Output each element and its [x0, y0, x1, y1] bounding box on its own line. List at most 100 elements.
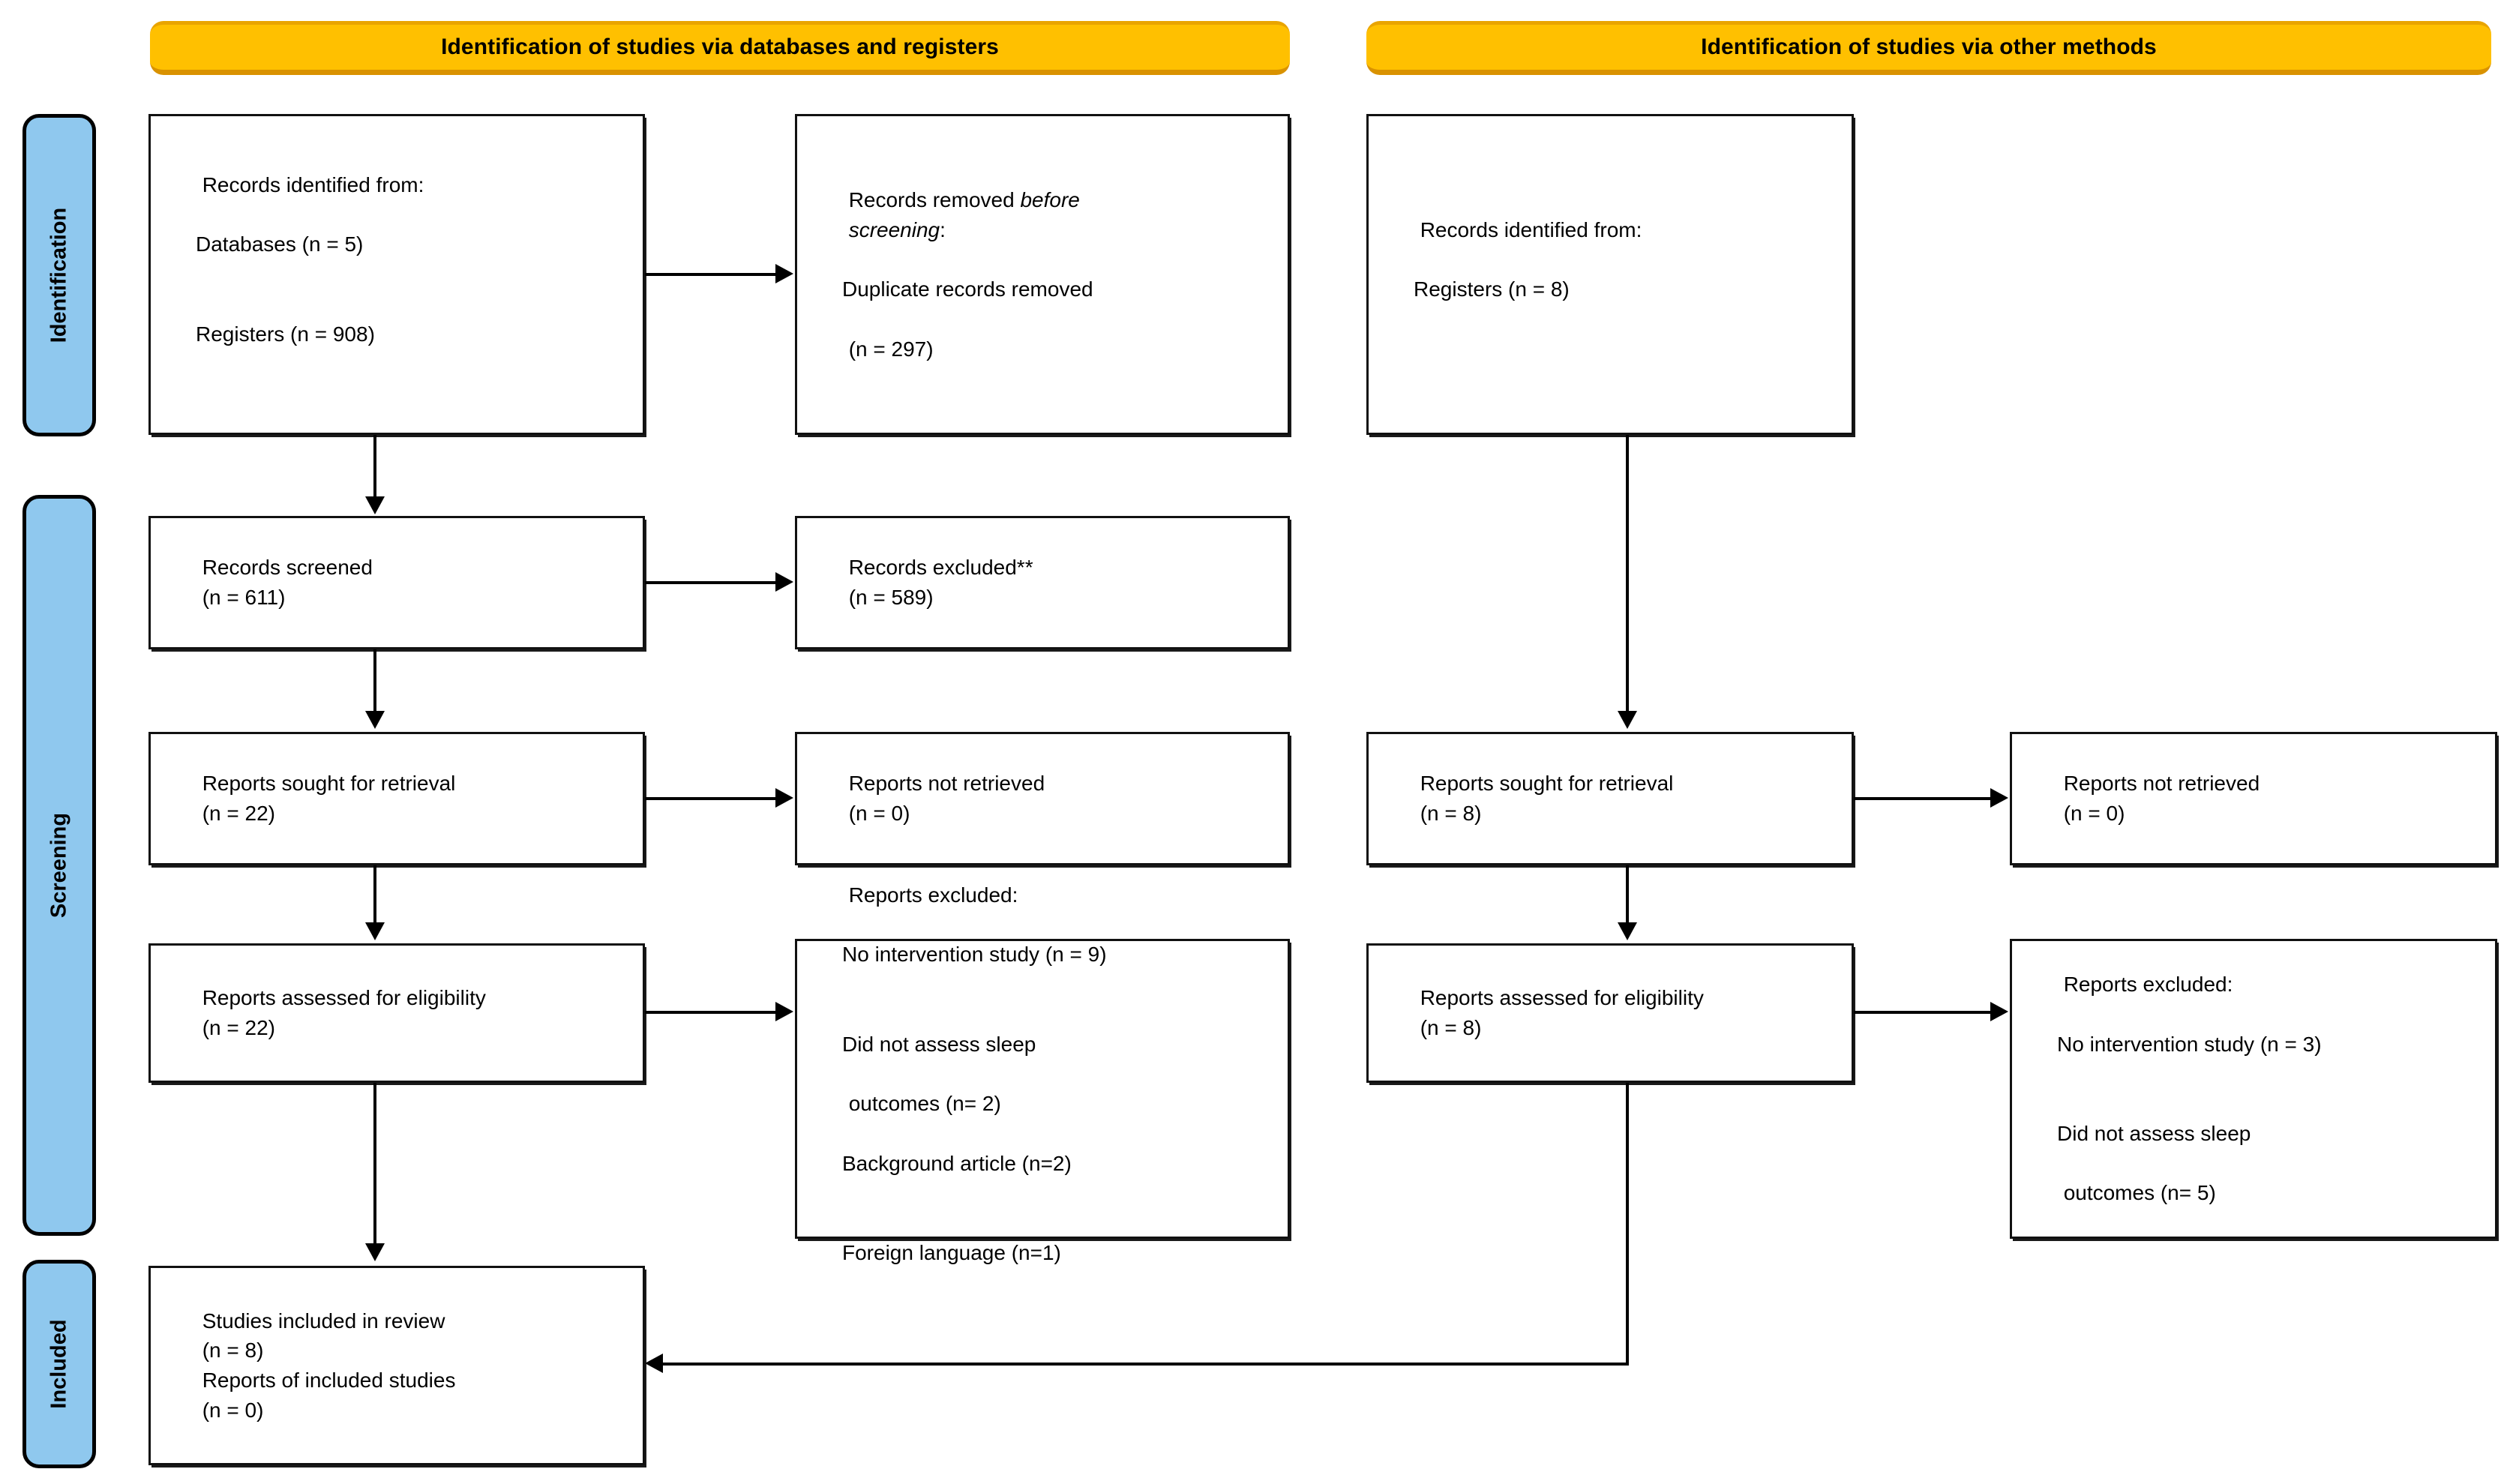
reports-sought-right-label: Reports sought for retrieval [1420, 772, 1674, 796]
box-reports-sought-left-text: Reports sought for retrieval (n = 22) [151, 739, 472, 859]
reports-included-count: (n = 0) [202, 1398, 264, 1422]
connector-screened-to-sought [373, 649, 376, 712]
records-screened-count: (n = 611) [202, 586, 286, 609]
records-identified-databases: Databases (n = 5) [196, 232, 364, 256]
arrowhead-identified-to-screened [365, 496, 385, 514]
reports-assessed-right-count: (n = 8) [1420, 1016, 1482, 1039]
box-records-removed-before-screening: Records removed before screening: Duplic… [795, 114, 1290, 435]
reports-excluded-left-reason-4: Background article (n=2) [842, 1151, 1072, 1175]
arrowhead-sought-right-to-not-retrieved [1990, 788, 2008, 808]
reports-not-retrieved-left-label: Reports not retrieved [848, 772, 1045, 796]
stage-pill-included: Included [22, 1260, 96, 1468]
arrowhead-assessed-to-excluded [775, 1002, 793, 1021]
connector-assessed-to-excluded [645, 1011, 777, 1014]
reports-assessed-right-label: Reports assessed for eligibility [1420, 986, 1704, 1010]
box-studies-included: Studies included in review (n = 8) Repor… [148, 1266, 645, 1465]
reports-excluded-right-reason-2: Did not assess sleep [2057, 1121, 2251, 1145]
box-reports-not-retrieved-left: Reports not retrieved (n = 0) [795, 732, 1290, 865]
records-identified-other-line1: Records identified from: [1420, 217, 1642, 241]
stage-pill-screening: Screening [22, 495, 96, 1236]
box-records-excluded: Records excluded** (n = 589) [795, 516, 1290, 649]
phase-header-databases: Identification of studies via databases … [150, 21, 1290, 75]
records-identified-registers: Registers (n = 908) [196, 322, 375, 346]
reports-excluded-right-heading: Reports excluded: [2063, 973, 2233, 996]
phase-header-databases-label: Identification of studies via databases … [441, 34, 999, 59]
box-reports-assessed-left-text: Reports assessed for eligibility (n = 22… [151, 954, 502, 1073]
box-records-identified-other-text: Records identified from: Registers (n = … [1369, 185, 1658, 364]
connector-identified-other-to-sought [1626, 435, 1629, 712]
connector-sought-right-to-assessed [1626, 865, 1629, 924]
reports-sought-right-count: (n = 8) [1420, 802, 1482, 825]
connector-assessed-right-to-excluded [1854, 1011, 1992, 1014]
arrowhead-identified-to-removed [775, 264, 793, 283]
records-excluded-count: (n = 589) [848, 586, 934, 609]
reports-assessed-left-count: (n = 22) [202, 1016, 275, 1039]
box-reports-excluded-right: Reports excluded: No intervention study … [2010, 939, 2497, 1239]
box-reports-sought-left: Reports sought for retrieval (n = 22) [148, 732, 645, 865]
box-records-screened-text: Records screened (n = 611) [151, 523, 389, 643]
records-excluded-label: Records excluded** [848, 556, 1033, 580]
reports-assessed-left-label: Reports assessed for eligibility [202, 986, 486, 1010]
stage-pill-identification: Identification [22, 114, 96, 436]
box-reports-assessed-right-text: Reports assessed for eligibility (n = 8) [1369, 954, 1720, 1073]
connector-identified-to-removed [645, 273, 777, 276]
arrowhead-assessed-to-included [365, 1243, 385, 1261]
box-records-screened: Records screened (n = 611) [148, 516, 645, 649]
reports-excluded-right-reason-3: outcomes (n= 5) [2063, 1181, 2216, 1205]
connector-sought-right-to-not-retrieved [1854, 797, 1992, 800]
records-removed-duplicates-count: (n = 297) [848, 337, 934, 361]
records-screened-label: Records screened [202, 556, 373, 580]
arrowhead-sought-right-to-assessed [1618, 922, 1637, 940]
reports-excluded-left-reason-1: No intervention study (n = 9) [842, 943, 1107, 967]
box-studies-included-text: Studies included in review (n = 8) Repor… [151, 1276, 472, 1456]
records-identified-line1: Records identified from: [202, 172, 424, 196]
reports-sought-left-label: Reports sought for retrieval [202, 772, 456, 796]
box-records-identified-databases-text: Records identified from: Databases (n = … [151, 140, 440, 409]
box-reports-sought-right-text: Reports sought for retrieval (n = 8) [1369, 739, 1690, 859]
connector-sought-to-not-retrieved [645, 797, 777, 800]
studies-included-label: Studies included in review [202, 1309, 445, 1333]
phase-header-other-methods: Identification of studies via other meth… [1366, 21, 2491, 75]
box-reports-assessed-left: Reports assessed for eligibility (n = 22… [148, 943, 645, 1083]
records-identified-other-registers: Registers (n = 8) [1414, 277, 1570, 301]
arrowhead-screened-to-excluded [775, 572, 793, 592]
connector-assessed-right-down [1626, 1083, 1629, 1364]
reports-included-label: Reports of included studies [202, 1369, 456, 1392]
reports-excluded-left-reason-3: outcomes (n= 2) [848, 1092, 1001, 1115]
connector-screened-to-excluded [645, 581, 777, 584]
reports-excluded-left-heading: Reports excluded: [848, 883, 1018, 907]
box-records-identified-other: Records identified from: Registers (n = … [1366, 114, 1854, 435]
reports-sought-left-count: (n = 22) [202, 802, 275, 825]
connector-assessed-to-included [373, 1083, 376, 1245]
records-removed-duplicates: Duplicate records removed [842, 277, 1093, 301]
box-records-excluded-text: Records excluded** (n = 589) [797, 523, 1050, 643]
reports-excluded-right-reason-1: No intervention study (n = 3) [2057, 1032, 2322, 1056]
reports-excluded-left-reason-2: Did not assess sleep [842, 1032, 1036, 1056]
arrowhead-sought-to-assessed [365, 922, 385, 940]
connector-sought-to-assessed [373, 865, 376, 924]
arrowhead-sought-to-not-retrieved [775, 788, 793, 808]
box-reports-assessed-right: Reports assessed for eligibility (n = 8) [1366, 943, 1854, 1083]
box-reports-not-retrieved-right-text: Reports not retrieved (n = 0) [2012, 739, 2276, 859]
reports-not-retrieved-left-count: (n = 0) [848, 802, 910, 825]
stage-pill-included-label: Included [46, 1319, 71, 1409]
arrowhead-identified-other-to-sought [1618, 711, 1637, 729]
box-reports-excluded-left: Reports excluded: No intervention study … [795, 883, 1290, 1264]
box-records-identified-databases: Records identified from: Databases (n = … [148, 114, 645, 435]
box-reports-excluded-right-text: Reports excluded: No intervention study … [2012, 940, 2338, 1238]
arrowhead-assessed-right-to-excluded [1990, 1002, 2008, 1021]
reports-not-retrieved-right-count: (n = 0) [2063, 802, 2125, 825]
box-records-removed-text: Records removed before screening: Duplic… [797, 155, 1110, 394]
reports-not-retrieved-right-label: Reports not retrieved [2063, 772, 2260, 796]
box-reports-excluded-left-text: Reports excluded: No intervention study … [797, 850, 1123, 1327]
arrowhead-right-to-included [645, 1354, 663, 1373]
stage-pill-identification-label: Identification [46, 207, 71, 343]
reports-excluded-left-reason-5: Foreign language (n=1) [842, 1240, 1061, 1264]
studies-included-count: (n = 8) [202, 1339, 264, 1363]
records-removed-line1: Records removed before [848, 187, 1080, 211]
connector-identified-to-screened [373, 435, 376, 498]
connector-right-to-included [663, 1363, 1629, 1366]
box-reports-not-retrieved-left-text: Reports not retrieved (n = 0) [797, 739, 1061, 859]
stage-pill-screening-label: Screening [46, 812, 71, 919]
arrowhead-screened-to-sought [365, 711, 385, 729]
